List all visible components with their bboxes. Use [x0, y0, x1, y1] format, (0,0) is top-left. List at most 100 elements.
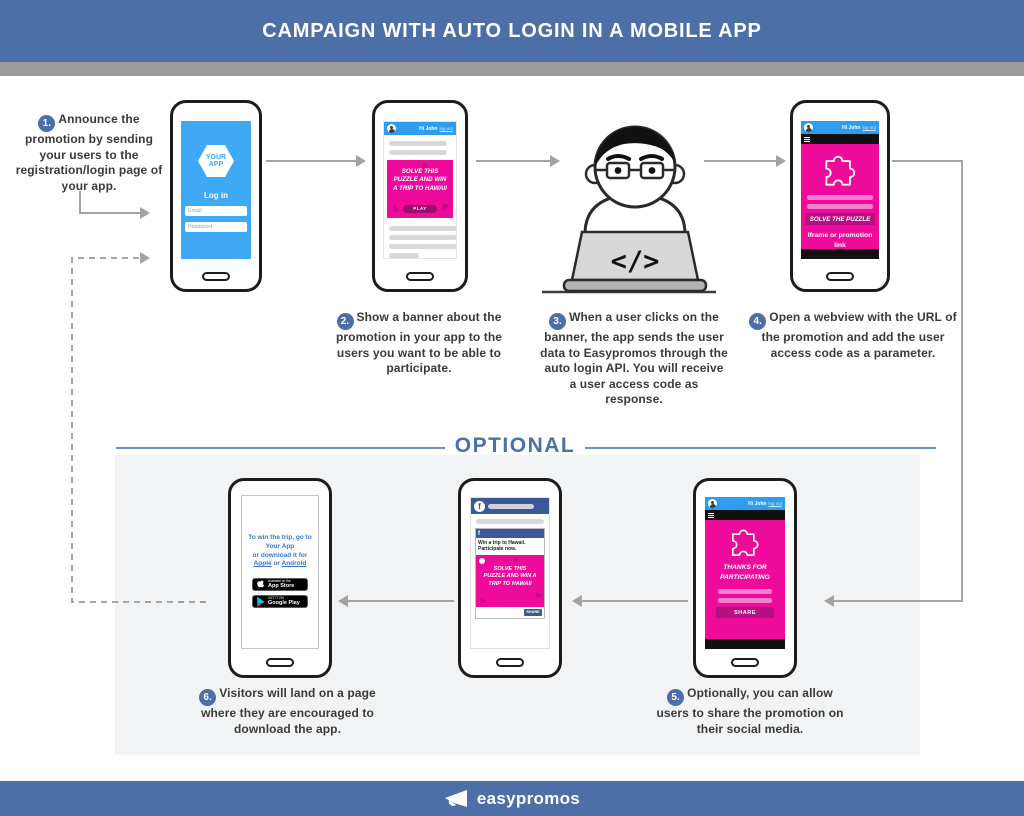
banner-headline: SOLVE THIS PUZZLE AND WIN A TRIP TO HAWA…: [483, 565, 537, 588]
appstore-name: App Store: [268, 583, 295, 590]
step-6-number: 6.: [199, 689, 217, 706]
post-footer: SHARE: [476, 607, 544, 618]
webview-note: Iframe or promotion link: [807, 232, 873, 249]
greeting: Hi John: [842, 124, 861, 131]
your-app-logo: YOUR APP: [198, 145, 234, 177]
optional-label: OPTIONAL: [454, 434, 576, 457]
home-button: [202, 272, 230, 281]
post-line-1: Win a trip to Hawaii.: [478, 540, 526, 546]
content-line: [807, 195, 873, 200]
step-3-label: When a user clicks on the banner, the ap…: [540, 310, 728, 407]
download-line-4: Apple or Android: [242, 560, 318, 569]
greeting: Hi John: [419, 125, 438, 132]
content-line: [389, 141, 447, 146]
share-button: SHARE: [524, 608, 542, 616]
content-line: [807, 204, 873, 209]
step-5-text: 5.Optionally, you can allow users to sha…: [650, 686, 850, 737]
thanks-title: THANKS FOR PARTICIPATING: [720, 564, 770, 581]
logout-link: log out: [768, 500, 782, 506]
step-4-text: 4.Open a webview with the URL of the pro…: [748, 310, 958, 361]
home-button: [826, 272, 854, 281]
header-bar: CAMPAIGN WITH AUTO LOGIN IN A MOBILE APP: [0, 0, 1024, 62]
banner-arrow-icon: [535, 589, 543, 600]
android-link: Android: [281, 560, 307, 568]
phone-download: To win the trip, go to Your App or downl…: [228, 478, 332, 678]
logo-word-bottom: APP: [208, 161, 224, 168]
facebook-logo-icon: f: [478, 530, 480, 537]
phone-login: YOUR APP Log in Email Password: [170, 100, 262, 292]
step-1-text: 1.Announce the promotion by sending your…: [14, 112, 164, 194]
home-button: [406, 272, 434, 281]
puzzle-piece-icon: [732, 529, 759, 556]
share-button: SHARE: [716, 607, 774, 618]
puzzle-piece-icon: [825, 155, 856, 186]
post-text: Win a trip to Hawaii. Participate now.: [476, 538, 544, 555]
phone-facebook: f f Win a trip to Hawaii. Participate no…: [458, 478, 562, 678]
home-button: [266, 658, 294, 667]
content-line: [389, 235, 456, 240]
code-glyph: </>: [611, 246, 660, 277]
content-line: [476, 519, 544, 524]
banner-arrow-icon: [442, 201, 451, 211]
content-line: [389, 150, 447, 155]
download-line-3: or download it for: [252, 551, 308, 559]
step-1-label: Announce the promotion by sending your u…: [15, 112, 163, 193]
step-6-text: 6.Visitors will land on a page where the…: [185, 686, 390, 737]
promo-banner: SOLVE THIS PUZZLE AND WIN A TRIP TO HAWA…: [387, 160, 453, 218]
step-5-label: Optionally, you can allow users to share…: [656, 686, 844, 736]
password-field: Password: [185, 222, 247, 232]
apple-link: Apple: [253, 560, 272, 568]
developer-figure: </>: [562, 125, 708, 293]
user-avatar-icon: [708, 499, 717, 508]
solve-puzzle-band: SOLVE THE PUZZLE: [805, 213, 875, 225]
post-line-2: Participate now.: [478, 546, 517, 553]
home-button: [731, 658, 759, 667]
step-2-text: 2.Show a banner about the promotion in y…: [330, 310, 508, 377]
phone-login-screen: YOUR APP Log in Email Password: [181, 121, 251, 259]
facebook-topbar: f: [471, 498, 549, 514]
user-avatar-icon: [387, 124, 396, 133]
shared-promo-banner: SOLVE THIS PUZZLE AND WIN A TRIP TO HAWA…: [476, 554, 544, 607]
banner-arrow-icon: [390, 205, 400, 215]
content-line: [389, 226, 456, 231]
gplay-tagline: GET IT ON: [268, 595, 284, 600]
apple-logo-icon: [257, 580, 265, 588]
facebook-post-header: f: [476, 529, 544, 538]
megaphone-icon: [444, 789, 467, 807]
appstore-tagline: Available on the: [268, 578, 291, 583]
hamburger-menu-icon: [705, 510, 785, 520]
content-line: [389, 253, 419, 258]
hair: [595, 127, 675, 167]
greeting: Hi John: [748, 500, 767, 507]
step-4-number: 4.: [749, 313, 767, 330]
step-3-text: 3.When a user clicks on the banner, the …: [540, 310, 728, 408]
footer-bar: easypromos: [0, 781, 1024, 816]
hamburger-menu-icon: [801, 134, 879, 144]
banner-arrow-icon: [478, 597, 486, 605]
content-line: [718, 598, 772, 603]
step-6-label: Visitors will land on a page where they …: [201, 686, 376, 736]
logout-link: log out: [862, 124, 876, 130]
home-button: [496, 658, 524, 667]
logout-link: log out: [439, 125, 453, 131]
logo-word-top: YOUR: [205, 153, 227, 161]
email-field: Email: [185, 206, 247, 216]
banner-dot-icon: [479, 557, 485, 564]
facebook-search-bar: [488, 503, 534, 509]
download-text: To win the trip, go to Your App or downl…: [242, 534, 318, 569]
step-3-number: 3.: [549, 313, 567, 330]
content-line: [718, 589, 772, 594]
step-2-number: 2.: [336, 313, 354, 330]
facebook-post-card: f Win a trip to Hawaii. Participate now.…: [475, 528, 545, 619]
phone-download-screen: To win the trip, go to Your App or downl…: [241, 495, 319, 649]
